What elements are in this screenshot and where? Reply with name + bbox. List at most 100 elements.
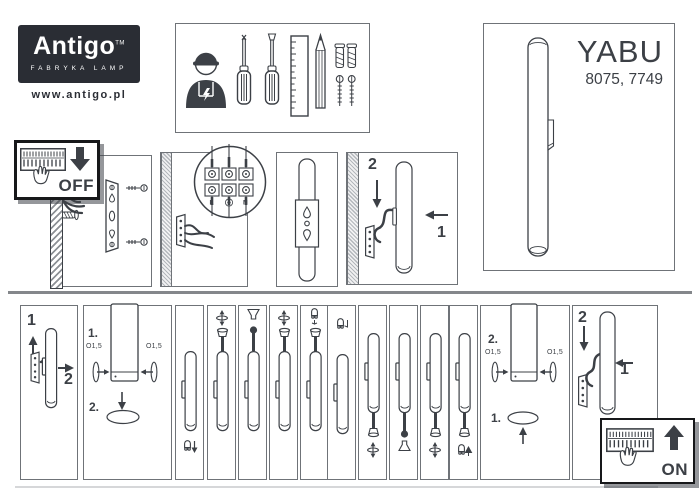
rotate-icon xyxy=(278,309,290,327)
wall-bracket-icon xyxy=(105,179,119,253)
required-tools-box xyxy=(175,23,370,133)
step-panel-dismount xyxy=(20,305,78,480)
wall-bracket-icon xyxy=(547,119,555,152)
arrow-left-icon xyxy=(615,359,633,367)
cover-plate-icon xyxy=(106,409,140,425)
wall-bracket-icon xyxy=(365,225,375,259)
product-box: YABU 8075, 7749 xyxy=(483,23,675,271)
step-panel-bulb-2 xyxy=(327,305,356,480)
bulb-stem xyxy=(372,413,375,429)
rotate-icon xyxy=(367,441,379,459)
hex-size-left: O1,5 xyxy=(86,343,102,350)
g9-bulb-icon xyxy=(184,440,191,451)
step-1-label: 1. xyxy=(491,411,502,425)
arrow-down-icon xyxy=(191,441,198,453)
step-panel-bottom-screw xyxy=(420,305,449,480)
arrow-left-icon xyxy=(425,210,448,220)
cone-cap-icon xyxy=(247,308,260,320)
phillips-screwdriver-icon xyxy=(236,34,252,105)
socket-cap-icon xyxy=(459,427,470,438)
wall-cross-section xyxy=(347,153,359,284)
lamp-tube-icon xyxy=(599,311,616,415)
step-panel-top-unscrew xyxy=(207,305,236,480)
step-1-label: 1 xyxy=(437,224,446,241)
earth-ground-icon xyxy=(225,198,234,207)
arrow-down-icon xyxy=(311,320,318,325)
power-off-callout: OFF xyxy=(14,140,100,200)
bracket-with-wires xyxy=(176,214,215,249)
section-divider xyxy=(8,291,692,294)
step-panel-bottom-insert xyxy=(449,305,478,480)
lamp-tube-icon xyxy=(333,354,349,435)
halogen-bulb-icon xyxy=(249,326,258,334)
allen-key-icon xyxy=(92,361,111,383)
product-name: YABU xyxy=(576,34,663,69)
rotate-icon xyxy=(216,309,228,327)
step-2-label: 2. xyxy=(89,400,100,414)
arrow-down-icon xyxy=(70,147,90,171)
arrow-down-icon xyxy=(372,180,382,208)
lamp-tube-icon xyxy=(364,333,380,414)
g9-bulb-icon xyxy=(311,308,318,319)
step-2-label: 2 xyxy=(64,371,73,388)
lamp-tube-icon xyxy=(110,303,139,382)
circuit-breaker-icon xyxy=(606,428,654,467)
lamp-tube-icon xyxy=(426,333,442,414)
screw-icon xyxy=(126,184,148,246)
ruler-icon xyxy=(290,35,309,117)
lamp-tube-icon xyxy=(275,351,291,432)
arrow-down-icon xyxy=(118,392,126,410)
socket-cap-icon xyxy=(279,327,290,338)
socket-cap-icon xyxy=(430,427,441,438)
socket-cap-icon xyxy=(310,327,321,338)
bulb-stem xyxy=(403,413,406,431)
trademark: TM xyxy=(115,40,125,47)
step-panel-bulb-1 xyxy=(175,305,204,480)
pencil-icon xyxy=(315,32,326,109)
hex-size-right: O1,5 xyxy=(547,349,563,356)
step-1-label: 1. xyxy=(88,326,99,340)
bulb-stem xyxy=(252,333,255,351)
wall-bracket-icon xyxy=(30,351,40,384)
socket-cap-icon xyxy=(217,327,228,338)
step-panel-open-cover xyxy=(83,303,172,480)
antigo-logo: AntigoTM FABRYKA LAMP xyxy=(18,25,140,83)
flat-screwdriver-icon xyxy=(264,33,280,105)
arrow-up-icon xyxy=(664,425,684,450)
lamp-tube-icon xyxy=(306,351,322,432)
step-panel-bottom-bulb-out xyxy=(389,305,418,480)
step-panel-keyholes xyxy=(276,152,338,287)
step-panel-close-cover xyxy=(480,303,570,480)
cone-cap-icon xyxy=(398,440,411,452)
hang-illustration xyxy=(365,161,448,274)
step-panel-top-screw xyxy=(269,305,298,480)
lamp-tube-icon xyxy=(510,303,538,382)
lamp-tube-icon xyxy=(392,161,413,274)
step-1-label: 1 xyxy=(27,312,36,329)
arrow-down-icon xyxy=(344,320,348,328)
lamp-tube-icon xyxy=(527,37,555,257)
socket-cap-icon xyxy=(368,427,379,438)
bulb-stem xyxy=(434,413,437,429)
arrow-up-icon xyxy=(464,445,473,456)
allen-key-icon xyxy=(538,361,557,383)
step-2-label: 2. xyxy=(488,332,499,346)
allen-key-icon xyxy=(491,361,510,383)
terminal-live-label: L xyxy=(210,200,214,207)
terminal-neutral-label: N xyxy=(243,200,248,207)
wall-bracket-icon xyxy=(294,199,320,248)
g9-bulb-icon xyxy=(458,444,465,455)
arrow-down-icon xyxy=(579,326,589,351)
terminal-block-icon: L N xyxy=(204,144,254,218)
on-label: ON xyxy=(661,460,688,479)
hex-size-left: O1,5 xyxy=(485,349,501,356)
step-panel-bottom-unscrew xyxy=(358,305,387,480)
step-panel-top-insert xyxy=(300,305,329,480)
bulb-stem xyxy=(221,336,224,352)
page-shadow xyxy=(15,486,658,488)
power-on-callout: ON xyxy=(600,418,695,484)
mains-wires xyxy=(184,224,215,249)
hex-size-right: O1,5 xyxy=(146,343,162,350)
wall-plug-icon xyxy=(334,43,357,69)
